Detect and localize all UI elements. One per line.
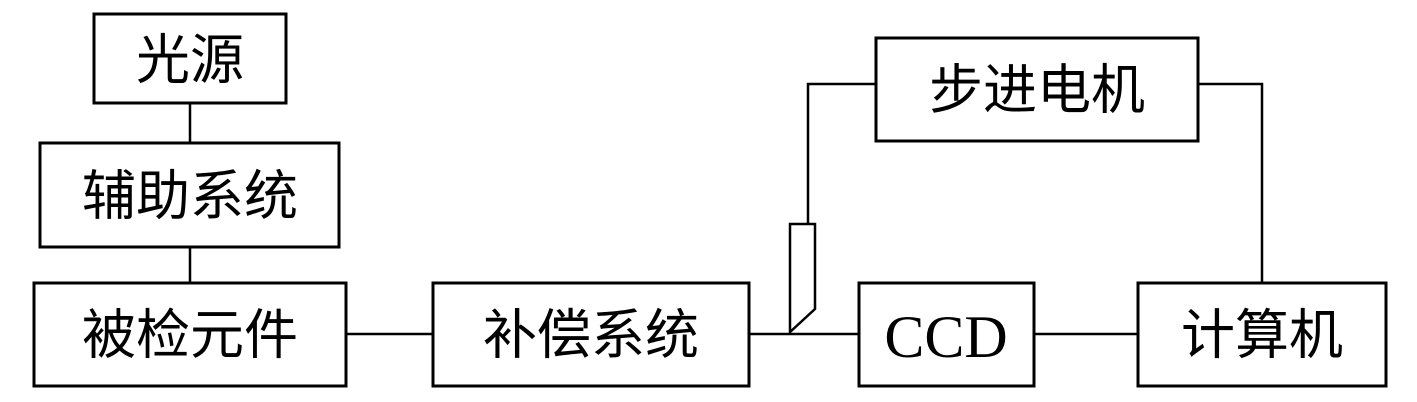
stepper-motor-box: 步进电机 bbox=[874, 36, 1200, 143]
stepper-motor-label: 步进电机 bbox=[929, 59, 1145, 122]
computer-box: 计算机 bbox=[1136, 281, 1388, 388]
connector-stepper-to-computer bbox=[1198, 82, 1264, 283]
inspected-element-label: 被检元件 bbox=[82, 304, 298, 367]
inspected-element-box: 被检元件 bbox=[32, 281, 348, 388]
auxiliary-system-label: 辅助系统 bbox=[82, 165, 298, 228]
ccd-label: CCD bbox=[884, 304, 1007, 370]
connector-stepper-to-slit bbox=[806, 82, 876, 224]
compensation-system-label: 补偿系统 bbox=[483, 304, 699, 367]
compensation-system-box: 补偿系统 bbox=[431, 281, 751, 388]
light-source-box: 光源 bbox=[92, 12, 288, 105]
auxiliary-system-box: 辅助系统 bbox=[38, 141, 341, 249]
knife-edge-slit bbox=[788, 222, 817, 335]
light-source-label: 光源 bbox=[136, 29, 244, 92]
computer-label: 计算机 bbox=[1181, 304, 1343, 367]
ccd-box: CCD bbox=[857, 281, 1036, 388]
connectors bbox=[188, 82, 1264, 336]
